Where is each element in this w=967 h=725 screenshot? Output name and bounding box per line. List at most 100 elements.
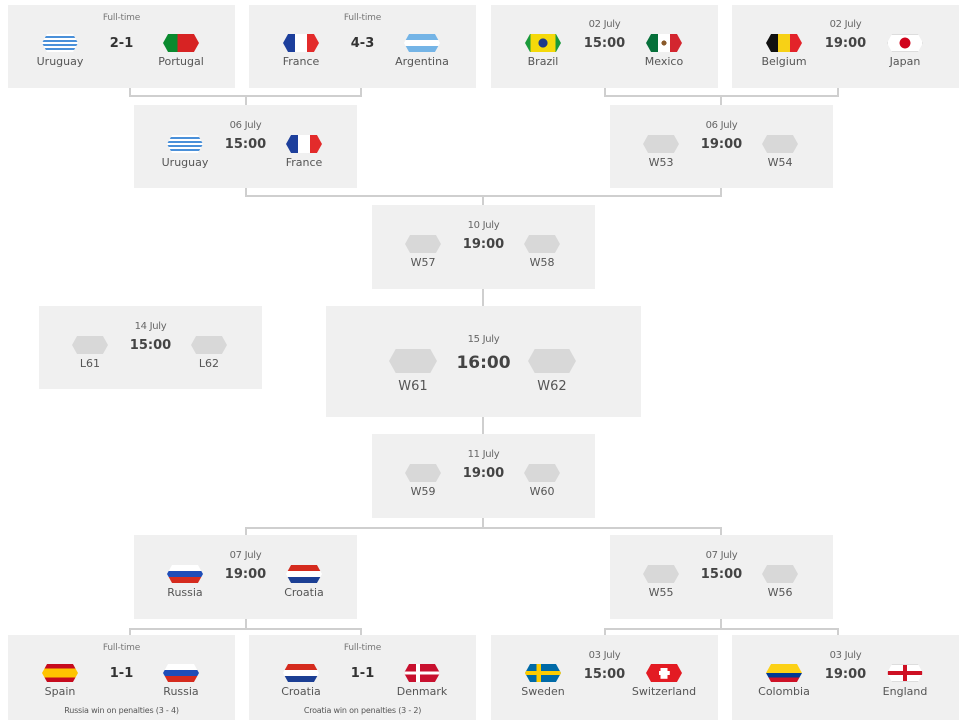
spain-flag-icon <box>42 664 78 682</box>
home-team[interactable]: W57 <box>383 235 463 269</box>
away-team[interactable]: W58 <box>502 235 582 269</box>
away-team[interactable]: Japan <box>865 34 945 68</box>
match-card-belgium-japan[interactable]: 02 July 19:00 Belgium Japan <box>732 5 959 88</box>
away-team[interactable]: Russia <box>141 664 221 698</box>
uruguay-flag-icon <box>42 34 78 52</box>
team-name: Russia <box>167 586 203 599</box>
home-team[interactable]: L61 <box>50 336 130 370</box>
home-team[interactable]: W59 <box>383 464 463 498</box>
match-card-final[interactable]: 15 July 16:00 W61 W62 <box>326 306 641 417</box>
france-flag-icon <box>283 34 319 52</box>
away-team[interactable]: Denmark <box>382 664 462 698</box>
bracket-connector <box>129 628 131 635</box>
bracket-connector <box>245 95 247 105</box>
bracket-connector <box>482 518 484 528</box>
team-name: W55 <box>648 586 674 599</box>
match-date: 02 July <box>588 19 621 30</box>
placeholder-flag-icon <box>191 336 227 354</box>
away-team[interactable]: W56 <box>740 565 820 599</box>
match-card-qf-w55-w56[interactable]: 07 July 15:00 W55 W56 <box>610 535 833 619</box>
match-card-france-argentina[interactable]: Full-time 4-3 France Argentina <box>249 5 476 88</box>
match-card-sf-w57-w58[interactable]: 10 July 19:00 W57 W58 <box>372 205 595 289</box>
portugal-flag-icon <box>163 34 199 52</box>
match-card-qf-russia-croatia[interactable]: 07 July 19:00 Russia Croatia <box>134 535 357 619</box>
argentina-flag-icon <box>404 34 440 52</box>
bracket-connector <box>482 289 484 306</box>
match-date: 03 July <box>588 650 621 661</box>
match-time: 19:00 <box>824 667 867 682</box>
home-team[interactable]: W53 <box>621 135 701 169</box>
placeholder-flag-icon <box>643 565 679 583</box>
russia-flag-icon <box>167 565 203 583</box>
away-team[interactable]: Croatia <box>264 565 344 599</box>
bracket-connector <box>837 628 839 635</box>
match-card-qf-uruguay-france[interactable]: 06 July 15:00 Uruguay France <box>134 105 357 188</box>
team-name: W62 <box>537 379 567 394</box>
home-team[interactable]: W55 <box>621 565 701 599</box>
team-name: Uruguay <box>161 156 209 169</box>
home-team[interactable]: Uruguay <box>20 34 100 68</box>
home-team[interactable]: Uruguay <box>145 135 225 169</box>
bracket-connector <box>129 628 362 630</box>
away-team[interactable]: W62 <box>512 349 592 394</box>
home-team[interactable]: W61 <box>373 349 453 394</box>
placeholder-flag-icon <box>405 235 441 253</box>
match-card-croatia-denmark[interactable]: Full-time 1-1 Croatia Denmark Croatia wi… <box>249 635 476 720</box>
team-name: France <box>282 55 320 68</box>
placeholder-flag-icon <box>389 349 437 373</box>
home-team[interactable]: France <box>261 34 341 68</box>
match-time: 16:00 <box>456 353 511 373</box>
team-name: W60 <box>529 485 555 498</box>
home-team[interactable]: Colombia <box>744 664 824 698</box>
away-team[interactable]: W54 <box>740 135 820 169</box>
match-time: 15:00 <box>700 567 743 582</box>
away-team[interactable]: Portugal <box>141 34 221 68</box>
team-name: W54 <box>767 156 793 169</box>
match-card-brazil-mexico[interactable]: 02 July 15:00 Brazil Mexico <box>491 5 718 88</box>
bracket-connector <box>245 188 247 196</box>
match-card-sf-w59-w60[interactable]: 11 July 19:00 W59 W60 <box>372 434 595 518</box>
match-card-spain-russia[interactable]: Full-time 1-1 Spain Russia Russia win on… <box>8 635 235 720</box>
placeholder-flag-icon <box>524 235 560 253</box>
team-name: Portugal <box>158 55 204 68</box>
away-team[interactable]: England <box>865 664 945 698</box>
away-team[interactable]: Switzerland <box>624 664 704 698</box>
team-name: L61 <box>79 357 101 370</box>
away-team[interactable]: France <box>264 135 344 169</box>
home-team[interactable]: Russia <box>145 565 225 599</box>
away-team[interactable]: Argentina <box>382 34 462 68</box>
match-card-uruguay-portugal[interactable]: Full-time 2-1 Uruguay Portugal <box>8 5 235 88</box>
france-flag-icon <box>286 135 322 153</box>
placeholder-flag-icon <box>528 349 576 373</box>
bracket-connector <box>837 88 839 96</box>
bracket-connector <box>482 417 484 434</box>
team-name: Croatia <box>284 586 324 599</box>
bracket-connector <box>360 628 362 635</box>
denmark-flag-icon <box>404 664 440 682</box>
brazil-flag-icon <box>525 34 561 52</box>
match-score: 2-1 <box>109 36 134 51</box>
home-team[interactable]: Spain <box>20 664 100 698</box>
home-team[interactable]: Sweden <box>503 664 583 698</box>
team-name: W57 <box>410 256 436 269</box>
home-team[interactable]: Belgium <box>744 34 824 68</box>
team-name: W59 <box>410 485 436 498</box>
away-team[interactable]: W60 <box>502 464 582 498</box>
team-name: Russia <box>163 685 199 698</box>
match-score: 4-3 <box>350 36 375 51</box>
match-card-colombia-england[interactable]: 03 July 19:00 Colombia England <box>732 635 959 720</box>
match-card-sweden-switzerland[interactable]: 03 July 15:00 Sweden Switzerland <box>491 635 718 720</box>
home-team[interactable]: Croatia <box>261 664 341 698</box>
team-name: W56 <box>767 586 793 599</box>
away-team[interactable]: Mexico <box>624 34 704 68</box>
home-team[interactable]: Brazil <box>503 34 583 68</box>
match-card-third-place[interactable]: 14 July 15:00 L61 L62 <box>39 306 262 389</box>
away-team[interactable]: L62 <box>169 336 249 370</box>
match-date: 07 July <box>705 550 738 561</box>
bracket-connector <box>720 95 722 105</box>
match-card-qf-w53-w54[interactable]: 06 July 19:00 W53 W54 <box>610 105 833 188</box>
match-time: 19:00 <box>700 137 743 152</box>
match-time: 15:00 <box>583 36 626 51</box>
team-name: Mexico <box>644 55 684 68</box>
mexico-flag-icon <box>646 34 682 52</box>
